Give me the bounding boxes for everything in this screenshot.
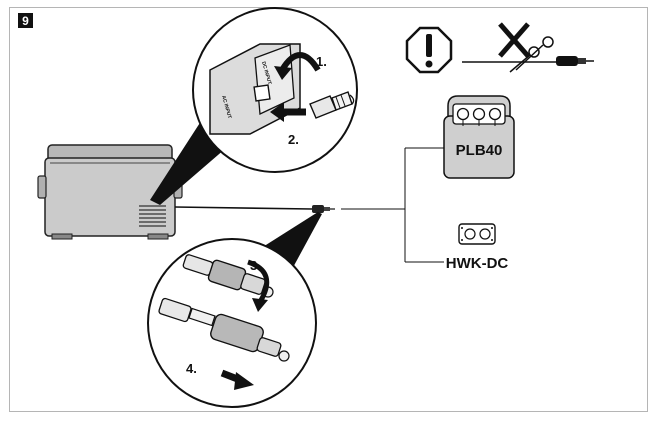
step1-label: 1.: [316, 54, 327, 69]
cooler-handle-left: [37, 175, 47, 199]
warning-octagon-icon: [405, 26, 453, 74]
cable-plug-icon: [312, 205, 335, 213]
step1-arrowhead: [274, 66, 292, 80]
dual-socket-panel: HWK-DC: [446, 223, 509, 272]
portable-battery: PLB40: [443, 95, 515, 179]
step3-arrow: [247, 259, 270, 304]
hwk-label: HWK-DC: [446, 255, 509, 272]
step1-arrow: [279, 52, 321, 72]
cigarette-plug-icon: [556, 56, 578, 66]
cooler-foot-right: [147, 233, 169, 240]
step4-label: 4.: [186, 361, 197, 376]
zoom-circle-plug: 3. 4.: [147, 238, 317, 408]
no-cut-scissors-icon: [462, 22, 594, 73]
cooler-vent: [139, 205, 166, 227]
dc-socket-opening: [253, 84, 271, 102]
dc-plug-connector: [309, 91, 355, 119]
step4-arrowhead: [234, 372, 254, 390]
figure-number-badge: 9: [18, 13, 33, 28]
step2-label: 2.: [288, 132, 299, 147]
figure-border: [9, 7, 648, 412]
battery-label: PLB40: [456, 142, 503, 159]
cooler-foot-left: [51, 233, 73, 240]
badge-box: [18, 13, 33, 28]
zoom-circle-socket: AC INPUT DC INPUT 1. 2.: [192, 7, 358, 173]
figure-number: 9: [22, 14, 29, 28]
power-cable: [174, 206, 313, 210]
step3-label: 3.: [250, 258, 261, 273]
lower-cigarette-plug: [158, 297, 290, 362]
step3-arrowhead: [252, 298, 268, 312]
step2-arrowhead: [270, 102, 284, 122]
